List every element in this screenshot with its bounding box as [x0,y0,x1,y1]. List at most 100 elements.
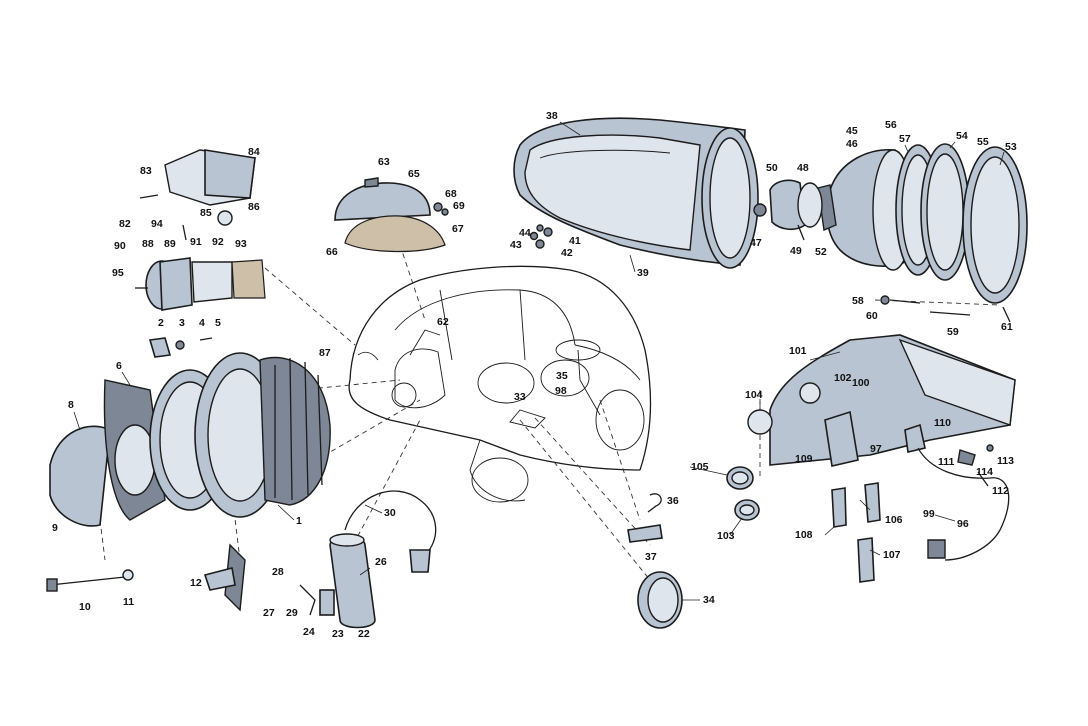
callout-58: 58 [852,295,864,307]
callout-94: 94 [151,218,163,230]
callout-61: 61 [1001,321,1013,333]
callout-27: 27 [263,607,275,619]
callout-44: 44 [519,227,531,239]
callout-41: 41 [569,235,581,247]
battery-fuse-box [726,334,1016,583]
callout-28: 28 [272,566,284,578]
callout-65: 65 [408,168,420,180]
callout-107: 107 [883,549,901,561]
callout-46: 46 [846,138,858,150]
callout-90: 90 [114,240,126,252]
callout-6: 6 [116,360,122,372]
car-body-outline [348,265,652,503]
callout-93: 93 [235,238,247,250]
callout-68: 68 [445,188,457,200]
callout-57: 57 [899,133,911,145]
callout-37: 37 [645,551,657,563]
callout-3: 3 [179,317,185,329]
callout-66: 66 [326,246,338,258]
small-lamp-82-86 [139,149,256,241]
callout-35: 35 [556,370,568,382]
callout-36: 36 [667,495,679,507]
callout-2: 2 [158,317,164,329]
callout-9: 9 [52,522,58,534]
callout-88: 88 [142,238,154,250]
callout-23: 23 [332,628,344,640]
callout-42: 42 [561,247,573,259]
callout-110: 110 [934,417,951,429]
callout-1: 1 [296,515,302,527]
screws-58-61 [880,295,1011,323]
headlamp-assembly [817,143,1028,304]
engine-in-car [391,329,446,409]
callout-48: 48 [797,162,809,174]
callout-50: 50 [766,162,778,174]
ignition-coil [299,490,437,629]
bulb-holder [753,179,823,241]
dynastart-generator [46,337,331,612]
callout-92: 92 [212,236,224,248]
callout-98: 98 [555,385,567,397]
callout-67: 67 [452,223,464,235]
callout-85: 85 [200,207,212,219]
callout-55: 55 [977,136,989,148]
callout-26: 26 [375,556,387,568]
callout-100: 100 [852,377,870,389]
callout-95: 95 [112,267,124,279]
callout-101: 101 [789,345,807,357]
callout-114: 114 [976,466,993,478]
callout-12: 12 [190,577,202,589]
clip-36-37 [627,493,663,543]
callout-29: 29 [286,607,298,619]
callout-34: 34 [703,594,715,606]
callout-38: 38 [546,110,558,122]
callout-54: 54 [956,130,968,142]
callout-43: 43 [510,239,522,251]
callout-82: 82 [119,218,131,230]
callout-102: 102 [834,372,852,384]
callout-10: 10 [79,601,91,613]
callout-97: 97 [870,443,882,455]
callout-104: 104 [745,389,763,401]
ring-34 [637,571,683,629]
callout-62: 62 [437,316,449,328]
callout-113: 113 [997,455,1014,467]
horn-assembly-88-95 [135,257,266,311]
callout-86: 86 [248,201,260,213]
nuts-41-44 [529,224,553,249]
callout-22: 22 [358,628,370,640]
callout-103: 103 [717,530,735,542]
callout-84: 84 [248,146,260,158]
callout-8: 8 [68,399,74,411]
leader-lines [73,121,1005,601]
callout-96: 96 [957,518,969,530]
callout-99: 99 [923,508,935,520]
callout-60: 60 [866,310,878,322]
callout-33: 33 [514,391,526,403]
callout-108: 108 [795,529,813,541]
callout-109: 109 [795,453,813,465]
callout-112: 112 [992,485,1009,497]
callout-89: 89 [164,238,176,250]
callout-11: 11 [123,596,134,608]
tail-light-assembly [334,177,449,253]
callout-45: 45 [846,125,858,137]
callout-63: 63 [378,156,390,168]
callout-56: 56 [885,119,897,131]
callout-91: 91 [190,236,202,248]
callout-24: 24 [303,626,315,638]
callout-52: 52 [815,246,827,258]
callout-83: 83 [140,165,152,177]
callout-49: 49 [790,245,802,257]
callout-69: 69 [453,200,465,212]
callout-30: 30 [384,507,396,519]
callout-39: 39 [637,267,649,279]
callout-labels: 1 2 3 4 5 6 8 9 10 11 12 22 23 24 26 27 … [52,110,1017,640]
front-headlight-housing [513,117,759,269]
callout-111: 111 [938,456,955,468]
callout-5: 5 [215,317,221,329]
callout-4: 4 [199,317,205,329]
callout-106: 106 [885,514,903,526]
callout-47: 47 [750,237,762,249]
